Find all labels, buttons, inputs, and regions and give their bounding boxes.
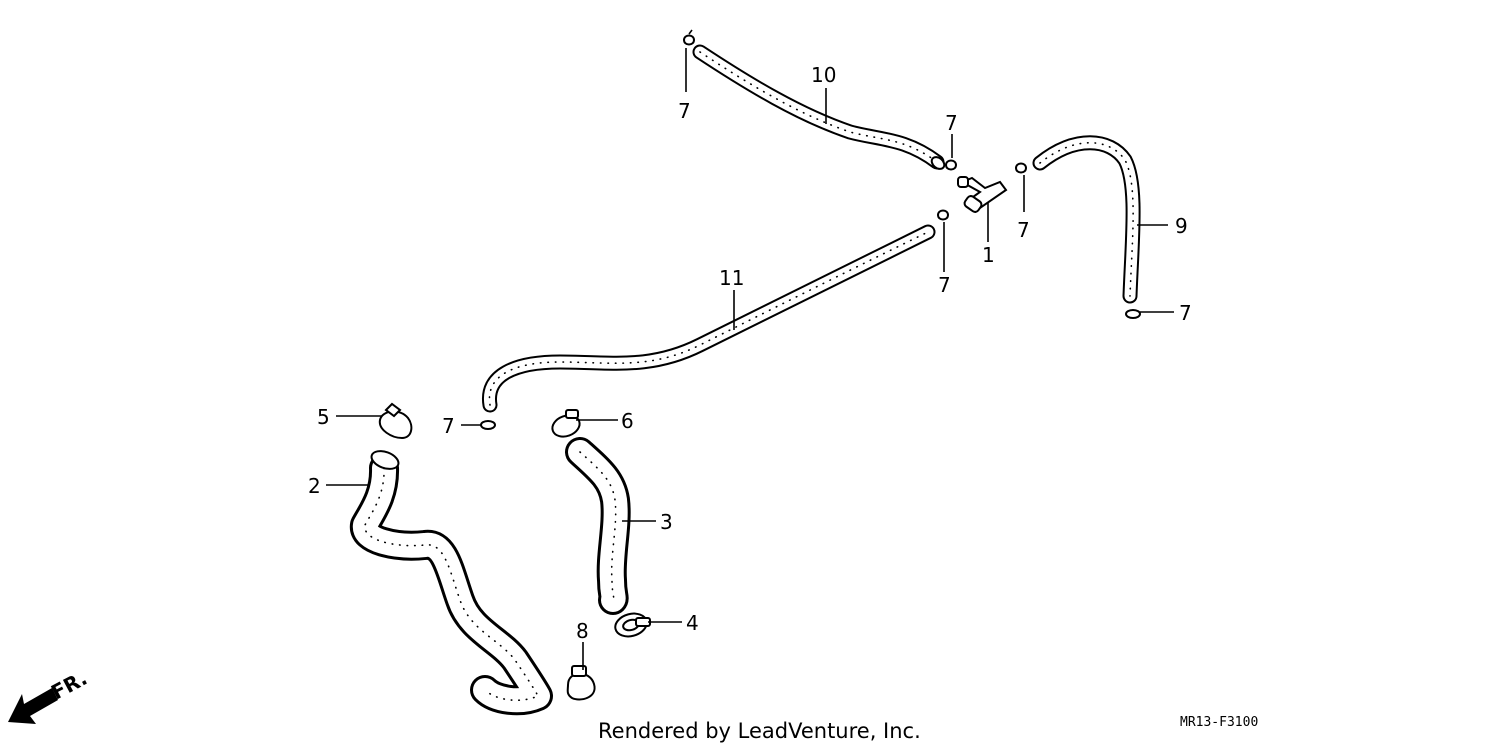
label-2: 2: [308, 474, 321, 498]
diagram-code: MR13-F3100: [1180, 715, 1258, 730]
label-10: 10: [811, 63, 836, 87]
front-direction-indicator: FR.: [8, 666, 91, 724]
t-joint-1[interactable]: [957, 176, 1008, 214]
rendered-by-credit: Rendered by LeadVenture, Inc.: [598, 719, 921, 743]
label-5: 5: [317, 405, 330, 429]
label-8: 8: [576, 619, 589, 643]
label-7-lower-mid: 7: [938, 273, 951, 297]
hose-2[interactable]: [350, 448, 553, 716]
clip-7-right-bottom[interactable]: [1125, 309, 1141, 319]
hose-9[interactable]: [1032, 135, 1141, 304]
leader-lines: [326, 48, 1174, 670]
label-7-right-top: 7: [1017, 218, 1030, 242]
label-1: 1: [982, 243, 995, 267]
hose-clamp-4[interactable]: [613, 610, 651, 640]
hose-10[interactable]: [692, 44, 947, 171]
label-3: 3: [660, 510, 673, 534]
clip-7-upper-mid[interactable]: [944, 159, 958, 171]
clip-7-top-left[interactable]: [682, 29, 696, 46]
label-7-left: 7: [442, 414, 455, 438]
clip-7-lower-mid[interactable]: [936, 209, 950, 221]
label-7-upper-mid: 7: [945, 111, 958, 135]
hose-clamp-8[interactable]: [566, 665, 596, 701]
clip-7-right-top[interactable]: [1014, 162, 1028, 174]
clip-7-left[interactable]: [480, 420, 496, 430]
front-arrow-icon: [8, 688, 58, 724]
label-7-right-bottom: 7: [1179, 301, 1192, 325]
label-6: 6: [621, 409, 634, 433]
hose-clamp-6[interactable]: [549, 409, 582, 440]
label-9: 9: [1175, 214, 1188, 238]
hose-clamp-5[interactable]: [378, 402, 413, 440]
label-4: 4: [686, 611, 699, 635]
hose-11[interactable]: [482, 224, 936, 413]
hose-3[interactable]: [565, 437, 631, 615]
part-number-labels: 7 10 7 1 7 7 9 7 11 5 7 6 2 3 4 8: [308, 63, 1192, 643]
label-7-top-left: 7: [678, 99, 691, 123]
label-11: 11: [719, 266, 744, 290]
